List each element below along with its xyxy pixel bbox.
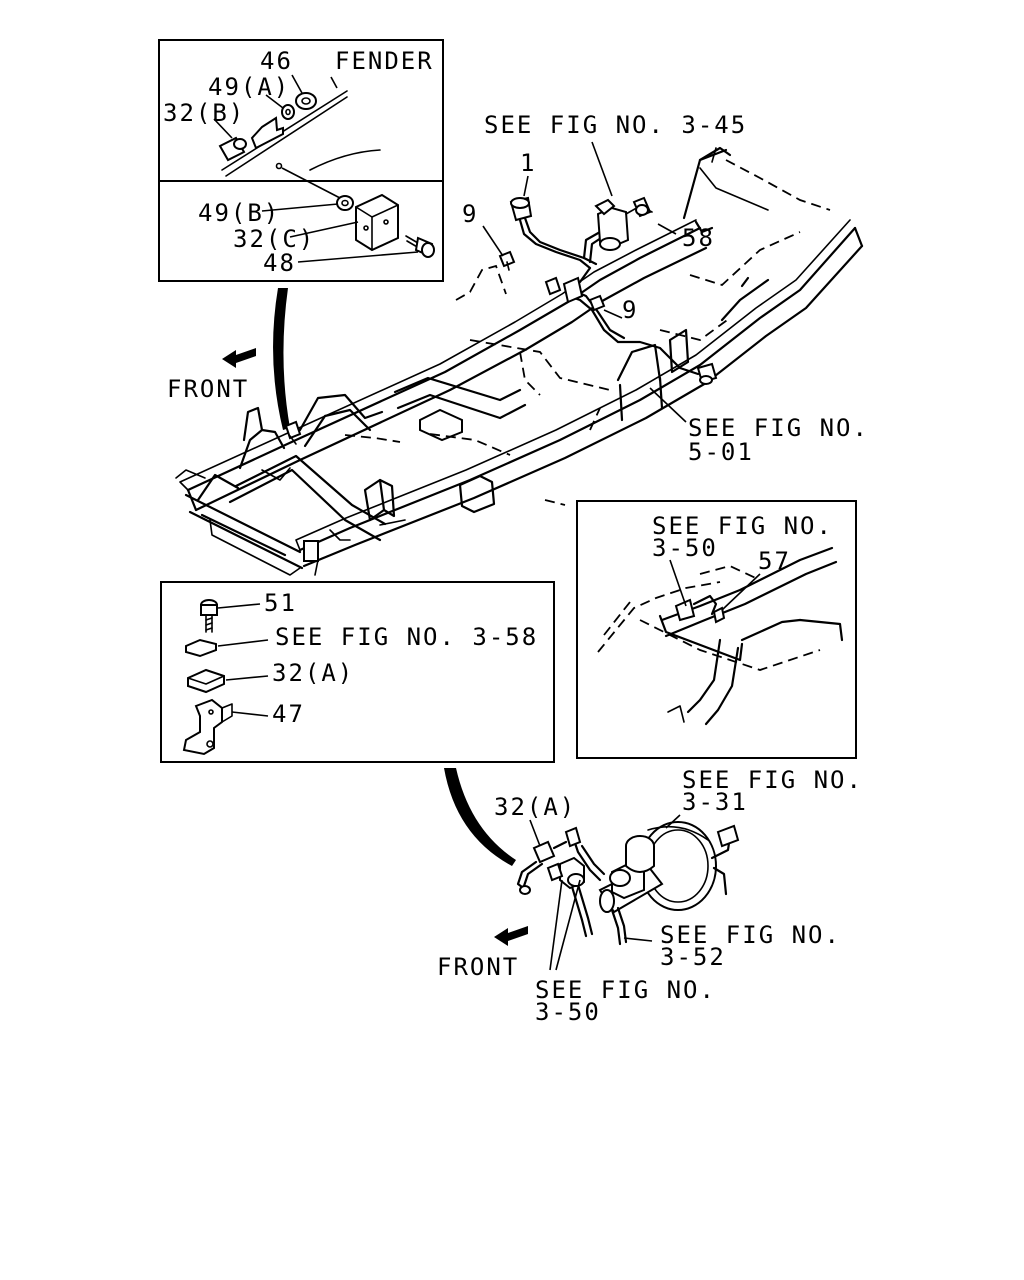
front-label-main: FRONT [167, 375, 249, 403]
label-fender: FENDER [335, 47, 434, 75]
callout-49b: 49(B) [198, 199, 280, 227]
washer-49a-icon [281, 104, 295, 120]
bracket-47-icon [182, 698, 223, 756]
callout-57: 57 [758, 547, 791, 575]
clamp-32a-icon [187, 668, 225, 694]
brake-lines: SEE FIG NO. 3-45 1 9 58 9 SEE FIG NO. 5-… [284, 111, 869, 466]
callout-49a: 49(A) [208, 73, 290, 101]
clip-57-icon [712, 606, 726, 624]
inset-fender-frame [158, 39, 444, 282]
see-fig-3-31-line1: SEE FIG NO. [682, 766, 863, 794]
see-fig-5-01-line2: 5-01 [688, 438, 754, 466]
bolt-51-icon [200, 599, 218, 633]
see-fig-5-01-line1: SEE FIG NO. [688, 414, 869, 442]
see-fig-3-58: SEE FIG NO. 3-58 [275, 623, 538, 651]
see-fig-3-45: SEE FIG NO. 3-45 [484, 111, 747, 139]
callout-46: 46 [260, 47, 293, 75]
inset-rear-frame [576, 500, 857, 759]
line-clip-icon [185, 638, 217, 658]
inset-bracket-detail: 51 SEE FIG NO. 3-58 32(A) 47 [160, 581, 555, 763]
callout-32b: 32(B) [163, 99, 245, 127]
inset-fender-mount: FENDER 46 49(A) 32(B) 49(B) 32(C) 48 [158, 39, 444, 282]
see-fig-3-50-inset-line1: SEE FIG NO. [652, 512, 833, 540]
callout-32c: 32(C) [233, 225, 315, 253]
inset-pointer-arrow [273, 288, 290, 430]
callout-48: 48 [263, 249, 296, 277]
chassis-frame [175, 146, 864, 576]
see-fig-3-50-inset-line2: 3-50 [652, 534, 718, 562]
callout-47: 47 [272, 700, 305, 728]
see-fig-3-50-lower-line1: SEE FIG NO. [535, 976, 716, 1004]
front-arrow-lower-icon [494, 926, 528, 946]
block-32c-icon [355, 193, 399, 252]
front-direction-main: FRONT [167, 348, 256, 403]
master-cylinder-assembly: 32(A) SEE FIG NO. 3-31 SEE FIG NO. 3-52 … [494, 766, 863, 1026]
callout-51: 51 [264, 589, 297, 617]
bolt-48-icon [405, 235, 435, 258]
see-fig-3-31-line2: 3-31 [682, 788, 748, 816]
bolt-58-icon [632, 196, 652, 218]
bushing-49b-icon [336, 195, 354, 211]
callout-1: 1 [520, 149, 536, 177]
front-label-lower: FRONT [437, 953, 519, 981]
see-fig-3-52-line2: 3-52 [660, 943, 726, 971]
callout-58: 58 [682, 224, 715, 252]
see-fig-3-50-lower-line2: 3-50 [535, 998, 601, 1026]
callout-32a-inset: 32(A) [272, 659, 354, 687]
inset-bracket-frame [160, 581, 555, 763]
master-cylinder-icon [598, 835, 664, 914]
front-arrow-icon [222, 348, 256, 368]
clip-9-mid-icon [588, 294, 606, 312]
front-direction-lower: FRONT [437, 926, 528, 981]
callout-32a-lower: 32(A) [494, 793, 576, 821]
bracket-icon [250, 116, 284, 150]
see-fig-3-52-line1: SEE FIG NO. [660, 921, 841, 949]
clamp-32a-lower-icon [532, 840, 556, 864]
inset-pointer-arrow-lower [444, 768, 516, 866]
nut-46-icon [295, 92, 317, 110]
bolt-32b-icon [218, 136, 247, 162]
inset-rear-detail: SEE FIG NO. 3-50 57 [576, 500, 857, 759]
callout-9-front: 9 [462, 200, 478, 228]
callout-9-mid: 9 [622, 296, 638, 324]
